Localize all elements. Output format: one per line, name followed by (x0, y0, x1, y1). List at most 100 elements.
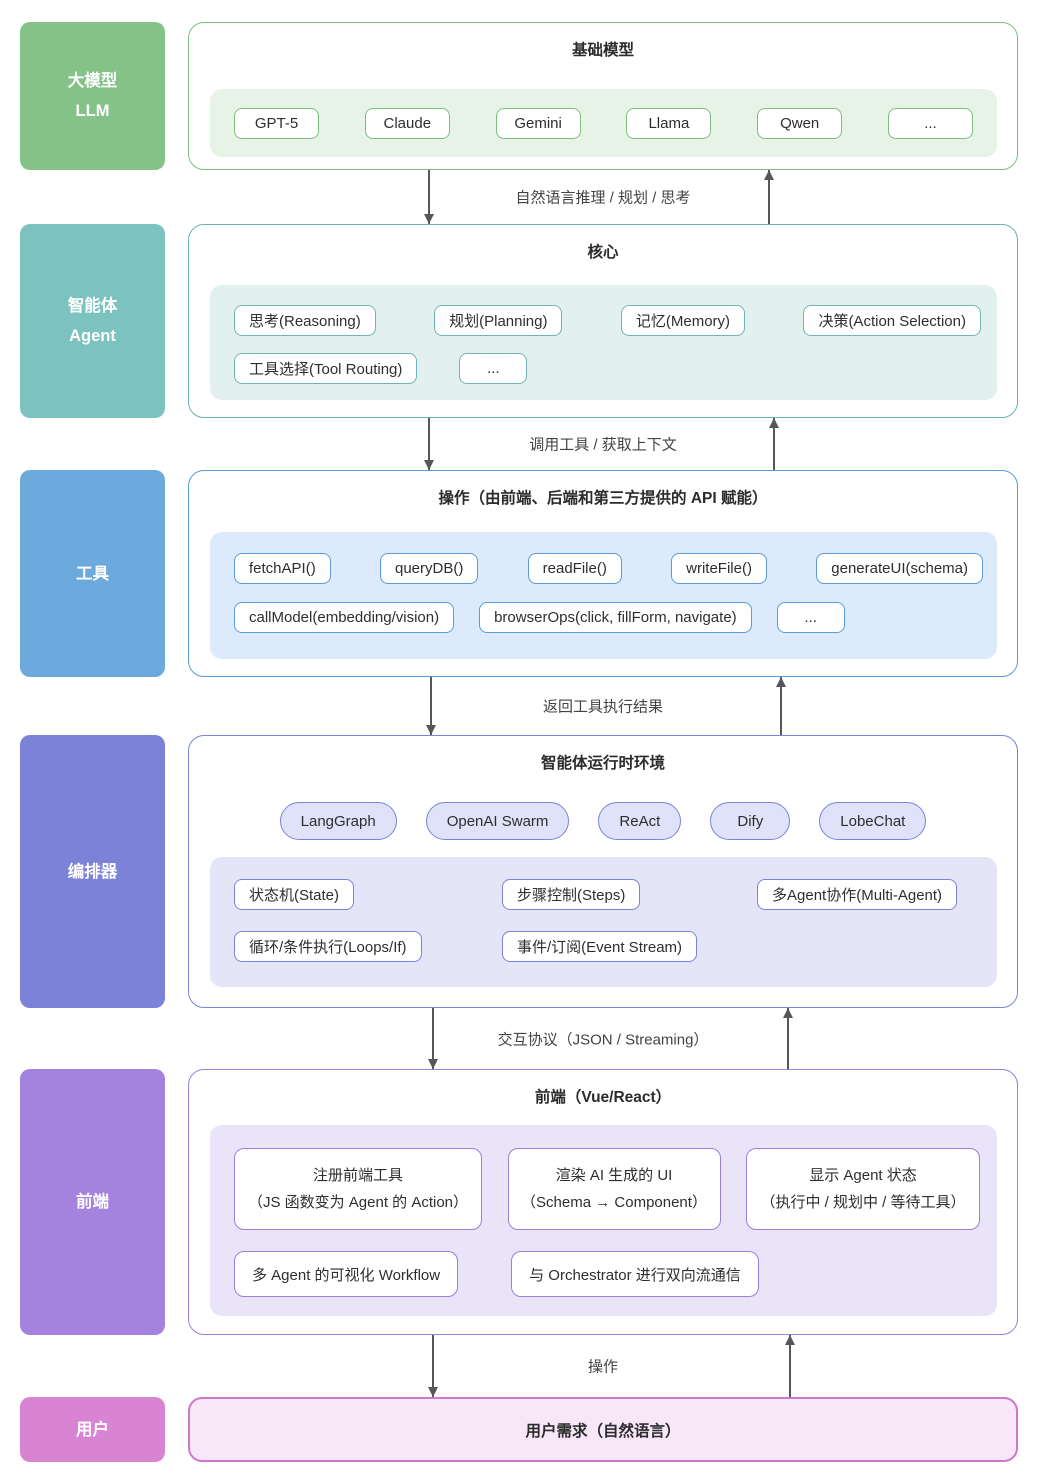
actions-title: 操作（由前端、后端和第三方提供的 API 赋能） (438, 490, 768, 507)
arrow-up-icon (769, 418, 779, 470)
chip-callmodel: callModel(embedding/vision) (234, 602, 455, 633)
actions-chip-row-1: fetchAPI() queryDB() readFile() writeFil… (234, 553, 983, 584)
chip-state: 状态机(State) (234, 879, 355, 910)
card-bidirectional-stream: 与 Orchestrator 进行双向流通信 (511, 1251, 759, 1297)
chip-more-tools: ... (776, 602, 845, 633)
chip-multi-agent: 多Agent协作(Multi-Agent) (757, 879, 958, 910)
sidebar-llm-line2: LLM (75, 102, 110, 120)
sidebar-agent-line1: 智能体 (67, 297, 118, 315)
core-chip-row-2: 工具选择(Tool Routing) ... (234, 353, 981, 384)
layer-llm: 大模型 LLM 基础模型 GPT-5 Claude Gemini Llama Q… (20, 22, 1018, 170)
card-register-tools: 注册前端工具 （JS 函数变为 Agent 的 Action） (234, 1148, 482, 1230)
frontend-card-row-1: 注册前端工具 （JS 函数变为 Agent 的 Action） 渲染 AI 生成… (234, 1148, 980, 1230)
chip-action-selection: 决策(Action Selection) (803, 305, 981, 336)
sidebar-tools: 工具 (20, 470, 165, 677)
panel-frontend: 前端（Vue/React） 注册前端工具 （JS 函数变为 Agent 的 Ac… (188, 1069, 1018, 1335)
connector-llm-agent-label: 自然语言推理 / 规划 / 思考 (515, 189, 691, 207)
card-render-ui: 渲染 AI 生成的 UI （Schema → Component） (507, 1148, 721, 1230)
sidebar-llm-line1: 大模型 (67, 72, 118, 90)
sidebar-frontend-line1: 前端 (76, 1193, 109, 1211)
chip-readfile: readFile() (527, 553, 622, 584)
sidebar-agent: 智能体 Agent (20, 224, 165, 418)
card-render-ui-line2: （Schema → Component） (521, 1194, 707, 1211)
runtime-tray: 状态机(State) 步骤控制(Steps) 多Agent协作(Multi-Ag… (210, 857, 997, 987)
arrow-down-icon (428, 1335, 438, 1397)
card-agent-status-line2: （执行中 / 规划中 / 等待工具） (760, 1194, 966, 1211)
sidebar-frontend: 前端 (20, 1069, 165, 1335)
arrow-up-icon (764, 170, 774, 224)
core-tray: 思考(Reasoning) 规划(Planning) 记忆(Memory) 决策… (210, 285, 997, 400)
chip-loops-if: 循环/条件执行(Loops/If) (234, 931, 422, 962)
chip-event-stream: 事件/订阅(Event Stream) (502, 931, 698, 962)
chip-tool-routing: 工具选择(Tool Routing) (234, 353, 418, 384)
connector-agent-tools-label: 调用工具 / 获取上下文 (529, 436, 677, 454)
layer-orchestrator: 编排器 智能体运行时环境 LangGraph OpenAI Swarm ReAc… (20, 735, 1018, 1008)
chip-querydb: queryDB() (379, 553, 479, 584)
runtime-pill-row: LangGraph OpenAI Swarm ReAct Dify LobeCh… (189, 802, 1017, 840)
chip-generateui: generateUI(schema) (816, 553, 983, 584)
card-agent-status: 显示 Agent 状态 （执行中 / 规划中 / 等待工具） (746, 1148, 980, 1230)
foundation-models-tray: GPT-5 Claude Gemini Llama Qwen ... (210, 89, 997, 157)
chip-steps: 步骤控制(Steps) (502, 879, 641, 910)
core-title: 核心 (587, 244, 619, 261)
layer-agent: 智能体 Agent 核心 思考(Reasoning) 规划(Planning) … (20, 224, 1018, 418)
sidebar-llm: 大模型 LLM (20, 22, 165, 170)
chip-reasoning: 思考(Reasoning) (234, 305, 376, 336)
connector-orchestrator-frontend-label: 交互协议（JSON / Streaming） (497, 1031, 709, 1048)
layer-frontend: 前端 前端（Vue/React） 注册前端工具 （JS 函数变为 Agent 的… (20, 1069, 1018, 1335)
card-agent-status-line1: 显示 Agent 状态 (809, 1167, 917, 1184)
card-multi-agent-workflow: 多 Agent 的可视化 Workflow (234, 1251, 459, 1297)
runtime-title: 智能体运行时环境 (540, 755, 665, 772)
sidebar-orchestrator-line1: 编排器 (67, 862, 118, 881)
frontend-tray: 注册前端工具 （JS 函数变为 Agent 的 Action） 渲染 AI 生成… (210, 1125, 997, 1316)
runtime-chip-row-2: 循环/条件执行(Loops/If) 事件/订阅(Event Stream) (234, 931, 981, 962)
arrow-down-icon (428, 1008, 438, 1069)
chip-gpt-5: GPT-5 (234, 107, 319, 139)
pill-openai-swarm: OpenAI Swarm (425, 802, 570, 840)
arrow-up-icon (785, 1335, 795, 1397)
arrow-up-icon (783, 1008, 793, 1069)
connector-llm-agent: 自然语言推理 / 规划 / 思考 (188, 170, 1018, 224)
arrow-up-icon (776, 677, 786, 735)
runtime-chip-row-1: 状态机(State) 步骤控制(Steps) 多Agent协作(Multi-Ag… (234, 879, 981, 910)
frontend-title: 前端（Vue/React） (534, 1089, 672, 1106)
pill-react: ReAct (598, 802, 682, 840)
actions-tray: fetchAPI() queryDB() readFile() writeFil… (210, 532, 997, 659)
sidebar-tools-line1: 工具 (76, 564, 109, 583)
user-request-label: 用户需求（自然语言） (525, 1422, 681, 1440)
sidebar-user-line1: 用户 (76, 1420, 109, 1439)
sidebar-orchestrator: 编排器 (20, 735, 165, 1008)
panel-runtime: 智能体运行时环境 LangGraph OpenAI Swarm ReAct Di… (188, 735, 1018, 1008)
pill-lobechat: LobeChat (819, 802, 927, 840)
core-chip-row-1: 思考(Reasoning) 规划(Planning) 记忆(Memory) 决策… (234, 305, 981, 336)
chip-planning: 规划(Planning) (434, 305, 563, 336)
pill-langgraph: LangGraph (279, 802, 397, 840)
panel-core: 核心 思考(Reasoning) 规划(Planning) 记忆(Memory)… (188, 224, 1018, 418)
chip-more-models: ... (887, 107, 973, 139)
chip-memory: 记忆(Memory) (620, 305, 746, 336)
chip-more-core: ... (459, 353, 528, 384)
chip-llama: Llama (626, 107, 712, 139)
sidebar-user: 用户 (20, 1397, 165, 1462)
connector-tools-orchestrator: 返回工具执行结果 (188, 677, 1018, 735)
panel-actions: 操作（由前端、后端和第三方提供的 API 赋能） fetchAPI() quer… (188, 470, 1018, 677)
card-render-ui-line1: 渲染 AI 生成的 UI (555, 1167, 673, 1184)
card-register-tools-line1: 注册前端工具 (312, 1167, 403, 1184)
chip-gemini: Gemini (495, 107, 581, 139)
chip-qwen: Qwen (757, 107, 843, 139)
sidebar-agent-line2: Agent (69, 327, 116, 345)
actions-chip-row-2: callModel(embedding/vision) browserOps(c… (234, 602, 983, 633)
arrow-down-icon (426, 677, 436, 735)
chip-browserops: browserOps(click, fillForm, navigate) (479, 602, 752, 633)
layer-tools: 工具 操作（由前端、后端和第三方提供的 API 赋能） fetchAPI() q… (20, 470, 1018, 677)
connector-agent-tools: 调用工具 / 获取上下文 (188, 418, 1018, 470)
chip-fetchapi: fetchAPI() (234, 553, 331, 584)
connector-frontend-user: 操作 (188, 1335, 1018, 1397)
connector-orchestrator-frontend: 交互协议（JSON / Streaming） (188, 1008, 1018, 1069)
foundation-models-title: 基础模型 (571, 42, 634, 59)
chip-writefile: writeFile() (671, 553, 767, 584)
arrow-down-icon (424, 418, 434, 470)
frontend-card-row-2: 多 Agent 的可视化 Workflow 与 Orchestrator 进行双… (234, 1251, 980, 1297)
arrow-down-icon (424, 170, 434, 224)
